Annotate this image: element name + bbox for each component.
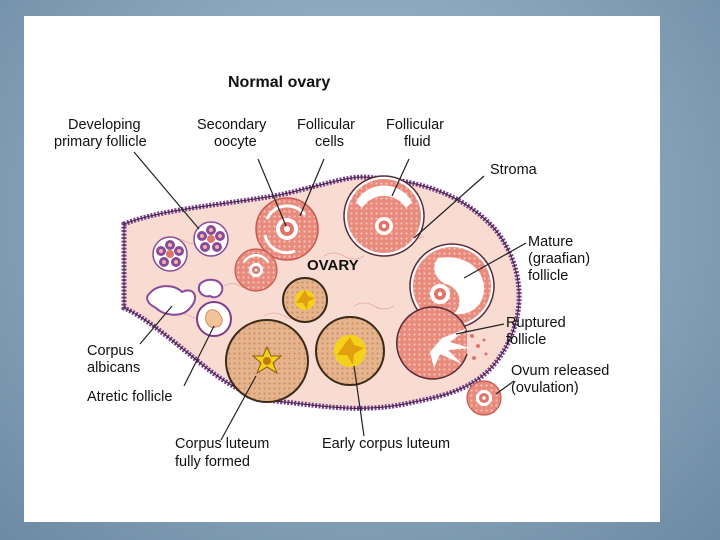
atretic-follicle (196, 301, 232, 337)
antral-follicle (343, 175, 425, 257)
label-stroma: Stroma (490, 162, 538, 178)
label-ovum-released: Ovum released (ovulation) (511, 363, 613, 396)
early-corpus-luteum (315, 316, 385, 386)
label-corpus-albicans: Corpus albicans (87, 343, 140, 376)
ovary-label: OVARY (307, 257, 359, 274)
label-follicular-cells: Follicular cells (297, 117, 359, 150)
ovary-diagram: Normal ovary (54, 74, 613, 470)
primary-follicle-group (152, 221, 229, 272)
small-follicle (234, 248, 278, 292)
label-early-corpus-luteum: Early corpus luteum (322, 436, 450, 452)
corpus-luteum-full (225, 319, 309, 403)
leader-lines (133, 151, 527, 441)
label-secondary-oocyte: Secondary oocyte (197, 117, 270, 150)
secondary-follicle (255, 197, 319, 261)
corpus-albicans (146, 278, 224, 316)
diagram-title: Normal ovary (228, 74, 330, 91)
label-ruptured-follicle: Ruptured follicle (506, 315, 570, 348)
label-atretic-follicle: Atretic follicle (87, 389, 172, 405)
label-corpus-luteum-full: Corpus luteum fully formed (175, 436, 273, 470)
ruptured-follicle (396, 306, 488, 380)
label-mature-follicle: Mature (graafian) follicle (528, 234, 594, 284)
released-ovum (466, 380, 502, 416)
slide: Normal ovary (24, 16, 660, 522)
early-corpus-luteum-small (282, 277, 328, 323)
label-developing-primary-follicle: Developing primary follicle (54, 117, 147, 150)
label-follicular-fluid: Follicular fluid (386, 117, 448, 150)
